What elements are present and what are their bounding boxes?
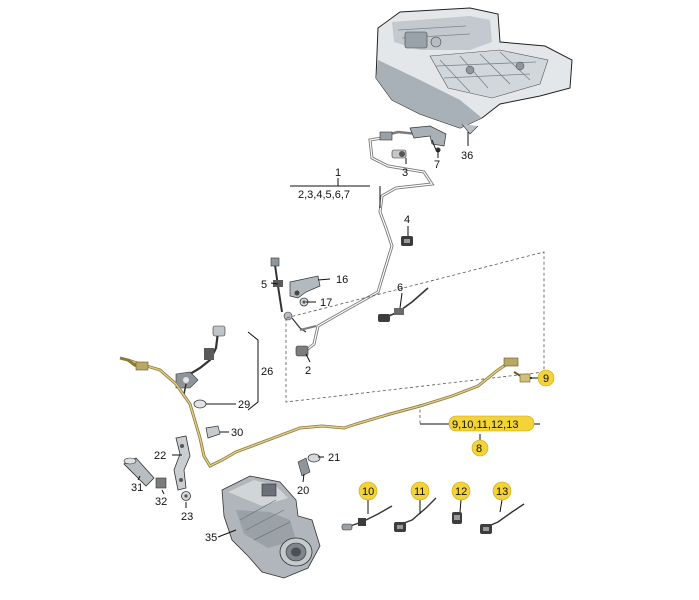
callout-35: 35 (205, 532, 217, 544)
callout-20: 20 (297, 485, 309, 497)
callout-21: 21 (328, 452, 340, 464)
callout-30: 30 (231, 427, 243, 439)
callout-12-highlight (451, 481, 471, 501)
dashed-box-upper (285, 251, 545, 403)
pipe-line-8 (119, 356, 532, 468)
sensor-31 (123, 457, 155, 487)
nut-17 (299, 297, 309, 307)
callout-17: 17 (320, 297, 332, 309)
callout-13: 13 (496, 486, 508, 498)
callout-16: 16 (336, 274, 348, 286)
washer-29 (193, 399, 207, 409)
tank-assembly (375, 7, 573, 135)
part-13-cable (480, 503, 525, 534)
callout-8-highlight (471, 439, 489, 457)
callout-1: 1 (335, 167, 341, 179)
callout-6: 6 (397, 282, 403, 294)
callout-29: 29 (238, 399, 250, 411)
callout-5: 5 (261, 279, 267, 291)
callout-22: 22 (154, 450, 166, 462)
bracket-22 (173, 435, 191, 491)
callout-11: 11 (414, 486, 425, 498)
callout-8-sub-highlight (448, 415, 535, 432)
fitting-2 (283, 311, 317, 357)
callout-7: 7 (434, 159, 440, 171)
nut-23 (181, 491, 191, 501)
bracket-16 (289, 275, 321, 299)
callout-36: 36 (461, 150, 473, 162)
callout-23: 23 (181, 511, 193, 523)
leader-lines (137, 132, 544, 538)
callout-31: 31 (131, 482, 143, 494)
callout-13-highlight (492, 481, 512, 501)
connector-3 (379, 131, 407, 159)
callout-2: 2 (305, 365, 311, 377)
callout-9: 9 (543, 373, 549, 385)
callout-32: 32 (155, 496, 167, 508)
callout-26: 26 (261, 366, 273, 378)
clip-20 (297, 457, 311, 477)
callout-3: 3 (402, 167, 408, 179)
callout-11-highlight (410, 481, 430, 501)
part-10-cable (341, 505, 393, 531)
nut-32 (155, 477, 167, 489)
callout-8: 8 (476, 443, 482, 455)
callout-1-sub: 2,3,4,5,6,7 (298, 189, 350, 201)
callout-labels: 1 2,3,4,5,6,7 2 3 4 5 6 7 16 17 36 26 29… (131, 150, 555, 544)
clip-4 (401, 236, 413, 246)
part-12-clip (452, 512, 462, 524)
sensor-6 (378, 287, 429, 322)
callout-4: 4 (404, 214, 410, 226)
callout-9-highlight (537, 369, 555, 387)
sensor-26 (175, 325, 226, 395)
exhaust-module-35 (221, 475, 321, 579)
callout-8-sub: 9,10,11,12,13 (452, 419, 518, 431)
part-11-cable (394, 497, 437, 532)
plug-30 (205, 425, 221, 439)
callout-10: 10 (362, 486, 374, 498)
bracket-7 (409, 125, 447, 153)
cable-tie-5 (270, 257, 283, 313)
callout-10-highlight (358, 481, 378, 501)
callout-12: 12 (455, 486, 467, 498)
clip-21 (307, 453, 321, 463)
